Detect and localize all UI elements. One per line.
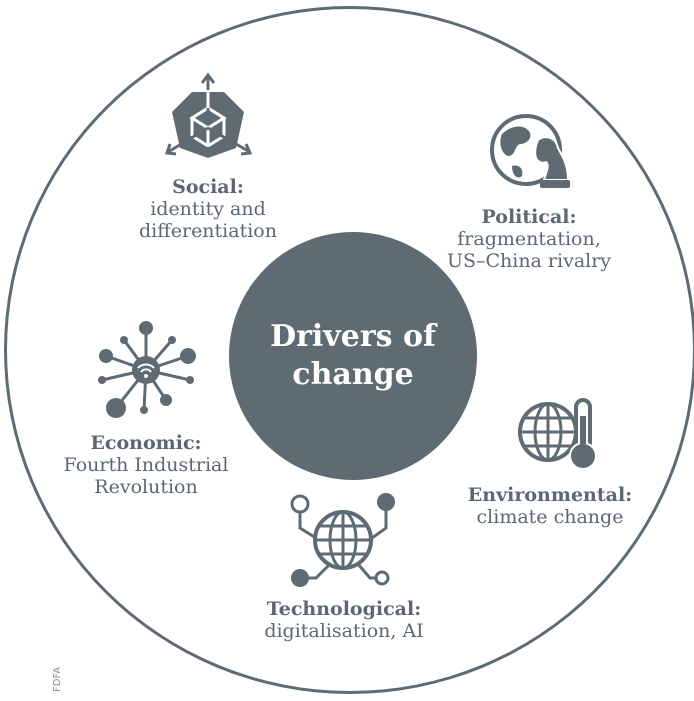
political-line1: fragmentation, [457, 228, 601, 250]
center-circle: Drivers of change [229, 232, 477, 480]
technological-label: Technological: digitalisation, AI [244, 598, 444, 642]
social-line2: differentiation [139, 220, 277, 242]
credit-label: FDFA [52, 666, 63, 692]
economic-label: Economic: Fourth Industrial Revolution [52, 432, 240, 498]
political-label: Political: fragmentation, US–China rival… [432, 206, 626, 272]
center-title-line1: Drivers of [270, 319, 436, 354]
economic-line1: Fourth Industrial [63, 454, 229, 476]
globe-circuit-icon [290, 493, 395, 587]
social-label: Social: identity and differentiation [122, 176, 294, 242]
social-title: Social: [172, 176, 244, 198]
cube-arrows-icon [164, 72, 253, 158]
economic-line2: Revolution [94, 476, 198, 498]
environmental-title: Environmental: [467, 484, 633, 506]
globe-thermometer-icon [518, 398, 597, 470]
environmental-line1: climate change [476, 506, 624, 528]
globe-chess-knight-icon [490, 114, 570, 188]
technological-line1: digitalisation, AI [264, 620, 424, 642]
technological-title: Technological: [266, 598, 422, 620]
environmental-label: Environmental: climate change [460, 484, 640, 528]
center-title-line2: change [292, 357, 414, 392]
economic-title: Economic: [90, 432, 202, 454]
political-line2: US–China rivalry [446, 250, 612, 272]
social-line1: identity and [150, 198, 266, 220]
network-wifi-icon [98, 321, 196, 418]
political-title: Political: [481, 206, 577, 228]
